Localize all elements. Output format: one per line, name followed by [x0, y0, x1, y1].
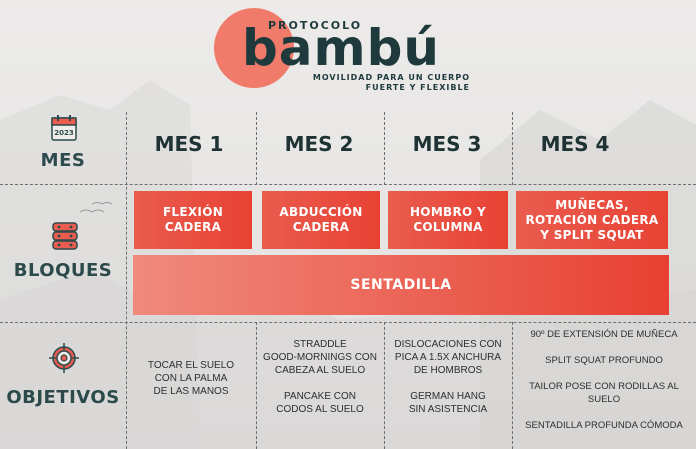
- grid-vline-4: [512, 112, 513, 185]
- logo-tagline: MOVILIDAD PARA UN CUERPO FUERTE Y FLEXIB…: [300, 73, 470, 93]
- objetivos-mes-1: TOCAR EL SUELO CON LA PALMA DE LAS MANOS: [126, 359, 256, 398]
- grid-vline-3: [384, 112, 385, 185]
- grid-vline-1: [126, 112, 127, 449]
- stacked-blocks-icon: [52, 222, 78, 250]
- grid-vline-2: [256, 112, 257, 185]
- month-1: MES 1: [154, 132, 224, 156]
- logo-protocolo: PROTOCOLO: [268, 19, 363, 32]
- calendar-year: 2023: [54, 129, 74, 137]
- block-4-line-3: Y SPLIT SQUAT: [540, 227, 644, 242]
- block-3-line-1: HOMBRO Y: [409, 205, 487, 219]
- logo-brand: bambú: [242, 19, 441, 77]
- obj-3-line-1: DISLOCACIONES CON: [394, 339, 502, 350]
- grid-vline-6: [384, 322, 385, 449]
- obj-2-line-2: GOOD-MORNINGS CON: [263, 352, 377, 363]
- block-3-line-2: COLUMNA: [413, 220, 483, 234]
- block-2-line-2: CADERA: [292, 220, 350, 234]
- grid-hline-1: [0, 184, 696, 185]
- obj-4-line-2: SPLIT SQUAT PROFUNDO: [545, 355, 663, 366]
- month-4: MES 4: [540, 132, 610, 156]
- block-4-line-1: MUÑECAS,: [555, 197, 629, 212]
- objetivos-mes-3: DISLOCACIONES CON PICA A 1.5X ANCHURA DE…: [384, 338, 512, 416]
- obj-3-line-4: GERMAN HANG: [410, 391, 486, 402]
- grid-vline-5: [256, 322, 257, 449]
- row-label-mes: MES: [40, 150, 86, 171]
- obj-4-line-5: SENTADILLA PROFUNDA CÓMODA: [525, 420, 683, 431]
- obj-3-line-3: DE HOMBROS: [413, 365, 483, 376]
- objetivos-mes-4: 90º DE EXTENSIÓN DE MUÑECA SPLIT SQUAT P…: [512, 328, 696, 432]
- obj-4-line-4: SUELO: [587, 394, 621, 405]
- obj-1-line-2: CON LA PALMA: [154, 373, 228, 384]
- grid-vline-7: [512, 322, 513, 449]
- obj-2-line-1: STRADDLE: [293, 339, 347, 350]
- obj-2-line-5: CODOS AL SUELO: [276, 404, 364, 415]
- month-2: MES 2: [284, 132, 354, 156]
- obj-3-line-2: PICA A 1.5X ANCHURA: [394, 352, 502, 363]
- tagline-line-2: FUERTE Y FLEXIBLE: [365, 83, 470, 92]
- obj-1-line-1: TOCAR EL SUELO: [147, 360, 235, 371]
- row-label-objetivos: OBJETIVOS: [6, 387, 120, 408]
- block-1-line-1: FLEXIÓN: [162, 205, 224, 219]
- block-2-line-1: ABDUCCIÓN: [279, 205, 363, 219]
- obj-2-line-3: CABEZA AL SUELO: [274, 365, 366, 376]
- block-1-line-2: CADERA: [164, 220, 222, 234]
- block-4-line-2: ROTACIÓN CADERA: [525, 212, 659, 227]
- row-label-bloques: BLOQUES: [13, 260, 113, 281]
- objetivos-mes-2: STRADDLE GOOD-MORNINGS CON CABEZA AL SUE…: [256, 338, 384, 416]
- obj-4-line-1: 90º DE EXTENSIÓN DE MUÑECA: [530, 329, 678, 340]
- grid-hline-2: [0, 322, 696, 323]
- target-icon: [49, 343, 79, 373]
- month-3: MES 3: [412, 132, 482, 156]
- tagline-line-1: MOVILIDAD PARA UN CUERPO: [312, 73, 470, 82]
- block-sentadilla: SENTADILLA: [133, 255, 669, 315]
- obj-4-line-3: TAILOR POSE CON RODILLAS AL: [529, 381, 679, 392]
- obj-1-line-3: DE LAS MANOS: [153, 386, 229, 397]
- obj-3-line-5: SIN ASISTENCIA: [408, 404, 488, 415]
- logo-sun: [214, 8, 294, 88]
- obj-2-line-4: PANCAKE CON: [283, 391, 357, 402]
- calendar-icon: 2023: [51, 115, 77, 141]
